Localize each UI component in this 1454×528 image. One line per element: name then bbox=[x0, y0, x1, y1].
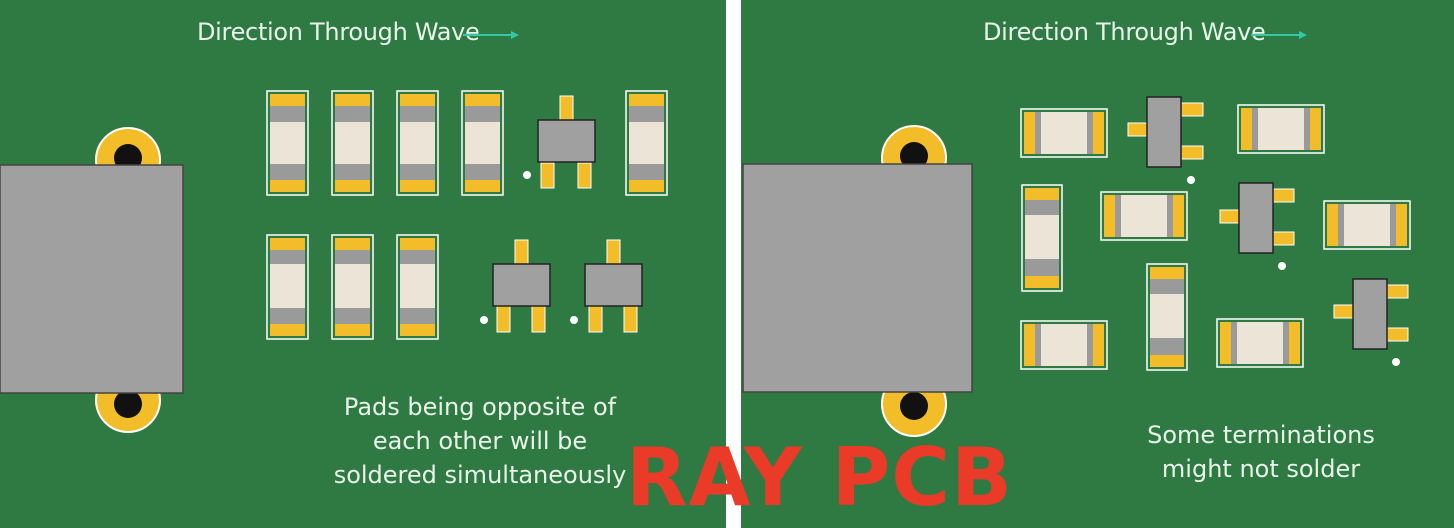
left-board-diagram bbox=[0, 90, 668, 433]
left-caption-line-2: each other will be bbox=[372, 427, 588, 455]
left-panel: Direction Through Wave bbox=[0, 0, 726, 528]
left-caption-line-1: Pads being opposite of bbox=[343, 393, 617, 421]
chip-resistor bbox=[625, 90, 668, 196]
left-caption: Pads being opposite of each other will b… bbox=[330, 390, 630, 492]
chip-resistor bbox=[1146, 263, 1188, 371]
right-panel: Direction Through Wave bbox=[741, 0, 1454, 528]
chip-resistor bbox=[331, 90, 374, 196]
right-caption-line-2: might not solder bbox=[1161, 455, 1361, 483]
chip-resistor bbox=[266, 234, 309, 340]
left-direction-arrow-icon bbox=[463, 31, 519, 39]
chip-resistor bbox=[461, 90, 504, 196]
chip-resistor bbox=[1216, 318, 1304, 368]
sot-transistor bbox=[1219, 182, 1295, 270]
sot-transistor bbox=[1127, 96, 1204, 184]
right-caption-line-1: Some terminations bbox=[1147, 421, 1375, 449]
chip-resistor bbox=[1100, 191, 1188, 241]
chip-resistor bbox=[331, 234, 374, 340]
sot-transistor bbox=[480, 239, 551, 333]
sot-transistor bbox=[523, 95, 596, 189]
chip-resistor bbox=[1021, 184, 1063, 292]
sot-transistor bbox=[1333, 278, 1409, 366]
chip-resistor bbox=[266, 90, 309, 196]
chip-resistor bbox=[1020, 108, 1108, 158]
right-caption: Some terminations might not solder bbox=[1111, 418, 1411, 486]
chip-resistor bbox=[396, 90, 439, 196]
chip-resistor bbox=[1237, 104, 1325, 154]
left-direction-label: Direction Through Wave bbox=[197, 18, 480, 46]
left-connector-body bbox=[0, 164, 184, 394]
watermark-logo: RAY PCB bbox=[626, 431, 1013, 524]
right-board-diagram bbox=[742, 96, 1411, 437]
chip-resistor bbox=[1323, 200, 1411, 250]
chip-resistor bbox=[396, 234, 439, 340]
left-caption-line-3: soldered simultaneously bbox=[333, 461, 627, 489]
right-direction-arrow-icon bbox=[1251, 31, 1307, 39]
chip-resistor bbox=[1020, 320, 1108, 370]
sot-transistor bbox=[570, 239, 643, 333]
right-connector-body bbox=[742, 163, 973, 393]
right-direction-label: Direction Through Wave bbox=[983, 18, 1266, 46]
